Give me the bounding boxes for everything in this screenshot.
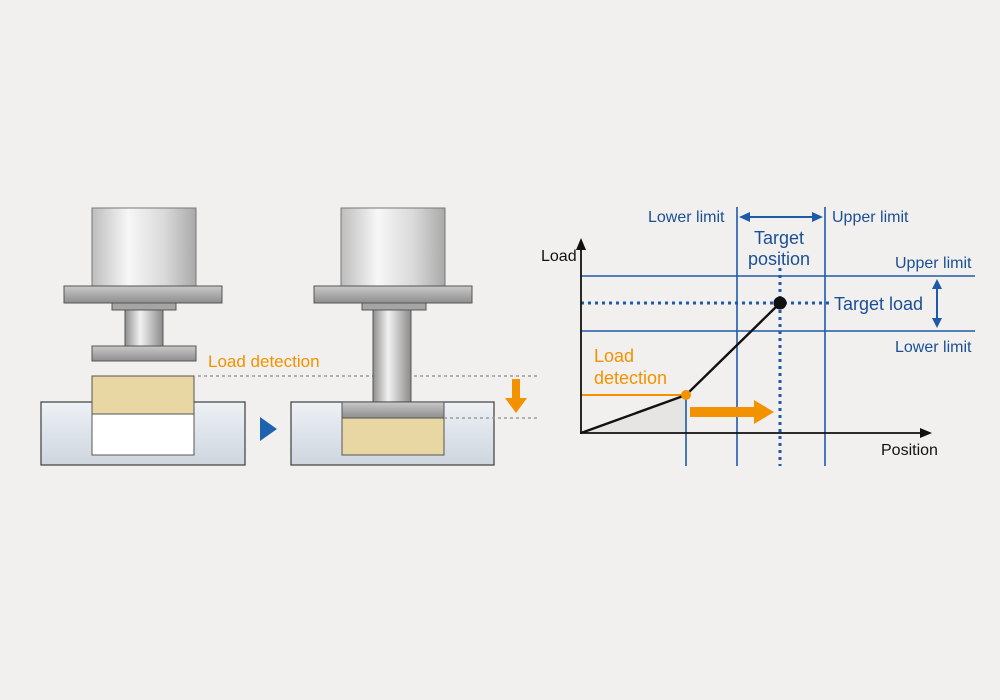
- x-axis-arrow-icon: [920, 428, 932, 438]
- load-detection-label-line2: detection: [594, 368, 667, 388]
- position-upper-limit-label: Upper limit: [832, 209, 909, 226]
- press-after: [290, 207, 495, 466]
- x-axis-label: Position: [881, 442, 938, 459]
- target-position-label-line1: Target: [754, 228, 804, 248]
- search-direction-arrow-icon: [690, 400, 774, 424]
- actuator-cylinder: [340, 207, 446, 287]
- y-axis-arrow-icon: [576, 238, 586, 250]
- position-lower-limit-label: Lower limit: [648, 209, 725, 226]
- load-detection-label: Load detection: [208, 352, 320, 371]
- rod-collar: [361, 302, 427, 311]
- load-detection-point: [681, 390, 691, 400]
- press-head: [91, 345, 197, 362]
- press-head: [341, 401, 445, 419]
- workpiece-pressed: [341, 417, 445, 456]
- position-range-arrow-icon: [739, 212, 823, 222]
- load-upper-limit-label: Upper limit: [895, 255, 972, 272]
- workpiece: [91, 375, 195, 415]
- y-axis-label: Load: [541, 248, 577, 265]
- press-before: [40, 207, 246, 466]
- transition-arrow-icon: [260, 417, 277, 441]
- piston-rod: [124, 309, 164, 347]
- piston-rod-extended: [372, 309, 412, 403]
- load-position-graph: Load Position Lower limit Upper limit Ta…: [541, 207, 975, 466]
- travel-down-arrow-icon: [505, 379, 527, 413]
- mounting-plate: [313, 285, 473, 304]
- mounting-plate: [63, 285, 223, 304]
- load-detection-label-line1: Load: [594, 346, 634, 366]
- target-point: [773, 296, 787, 310]
- rod-collar: [111, 302, 177, 311]
- target-position-label-line2: position: [748, 249, 810, 269]
- load-range-arrow-icon: [932, 279, 942, 328]
- load-lower-limit-label: Lower limit: [895, 339, 972, 356]
- target-load-label: Target load: [834, 294, 923, 314]
- actuator-cylinder: [91, 207, 197, 287]
- base-cavity: [91, 413, 195, 456]
